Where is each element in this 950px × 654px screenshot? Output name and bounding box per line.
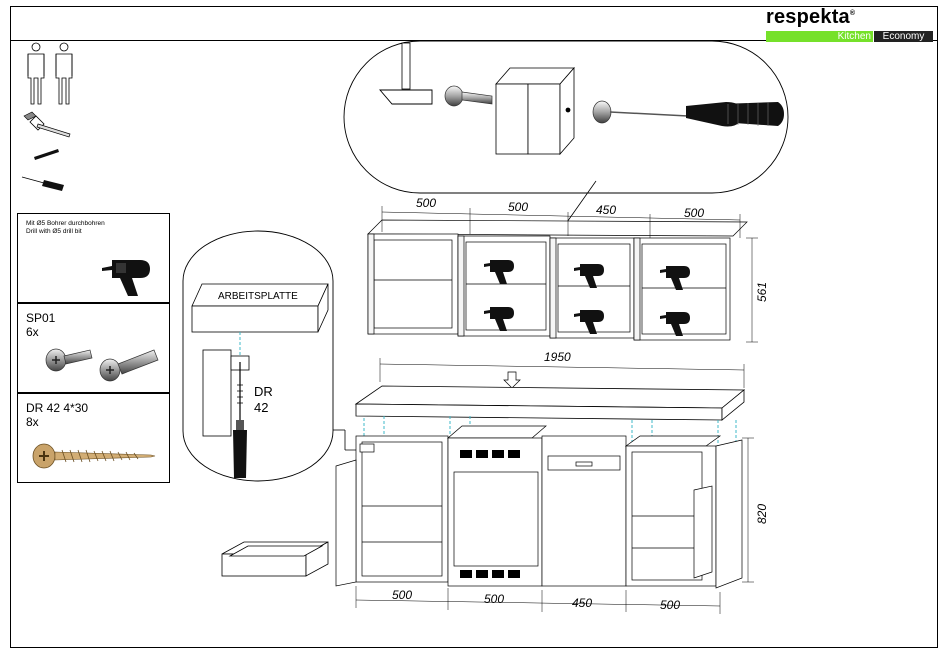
screw-code-label: DR	[254, 384, 273, 399]
detail-bubble-worktop	[183, 231, 362, 481]
lower-height: 820	[755, 504, 769, 524]
upper-cabinet-2	[458, 236, 550, 336]
worktop	[356, 358, 744, 420]
panel-detail-icon	[496, 68, 574, 154]
lower-cabinet-3	[542, 436, 626, 586]
lower-cabinet-1	[336, 436, 448, 586]
lower-width-3: 450	[572, 596, 592, 610]
lower-cabinet-4	[626, 436, 742, 588]
screw-size-label: 42	[254, 400, 268, 415]
lower-cabinets	[336, 426, 742, 588]
lower-width-2: 500	[484, 592, 504, 606]
down-arrow-icon	[504, 372, 520, 388]
upper-width-2: 500	[508, 200, 528, 214]
lower-cabinet-2	[448, 426, 546, 586]
worktop-label: ARBEITSPLATTE	[218, 291, 298, 302]
upper-width-4: 500	[684, 206, 704, 220]
upper-width-1: 500	[416, 196, 436, 210]
upper-width-3: 450	[596, 203, 616, 217]
drawer	[222, 542, 328, 576]
lower-width-1: 500	[392, 588, 412, 602]
upper-cabinet-1	[368, 234, 458, 334]
upper-height: 561	[755, 282, 769, 302]
upper-cabinets	[368, 220, 747, 340]
worktop-width: 1950	[544, 350, 571, 364]
lower-width-4: 500	[660, 598, 680, 612]
detail-bubble-top	[344, 41, 788, 232]
